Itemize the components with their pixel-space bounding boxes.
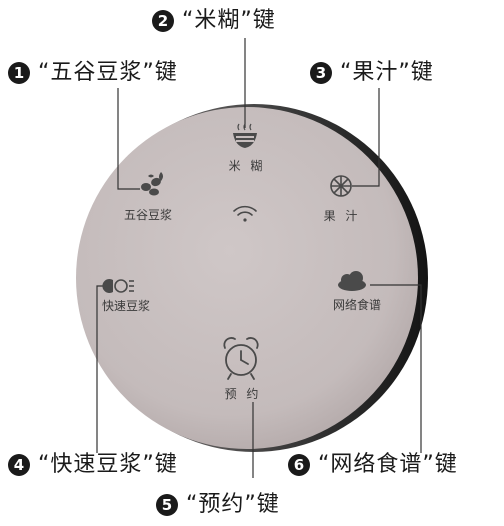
callout-text: “预约”键 [186, 492, 280, 517]
callout-juice: 3 “果汁”键 [310, 58, 434, 88]
rice-paste-key-label: 米 糊 [228, 159, 266, 173]
callout-text: “网络食谱”键 [318, 452, 458, 477]
callout-grain-soymilk: 1 “五谷豆浆”键 [8, 58, 178, 88]
online-recipes-key-label: 网络食谱 [332, 298, 382, 312]
callout-number: 6 [288, 454, 310, 476]
callout-schedule: 5 “预约”键 [156, 490, 280, 520]
callout-text: “米糊”键 [182, 8, 276, 33]
callout-rice-paste: 2 “米糊”键 [152, 6, 276, 36]
callout-text: “果汁”键 [340, 60, 434, 85]
callout-number: 4 [8, 454, 30, 476]
callout-number: 2 [152, 10, 174, 32]
callout-number: 5 [156, 494, 178, 516]
quick-soymilk-key-label: 快速豆浆 [101, 299, 151, 313]
leader-lines [96, 38, 422, 478]
citrus-slice-icon [330, 175, 352, 197]
grain-soymilk-key-label: 五谷豆浆 [123, 208, 173, 222]
schedule-key-label: 预 约 [224, 387, 262, 401]
wifi-icon [233, 205, 257, 222]
callout-text: “快速豆浆”键 [38, 452, 178, 477]
juice-key-label: 果 汁 [323, 209, 361, 223]
bowl-icon [233, 123, 257, 148]
callout-quick-soymilk: 4 “快速豆浆”键 [8, 450, 178, 480]
callout-number: 3 [310, 62, 332, 84]
grains-icon [141, 172, 163, 196]
callout-number: 1 [8, 62, 30, 84]
callout-online-recipes: 6 “网络食谱”键 [288, 450, 458, 480]
quick-soymilk-icon [102, 279, 134, 293]
alarm-clock-icon [223, 337, 259, 380]
callout-text: “五谷豆浆”键 [38, 60, 178, 85]
cloud-icon [338, 271, 366, 291]
